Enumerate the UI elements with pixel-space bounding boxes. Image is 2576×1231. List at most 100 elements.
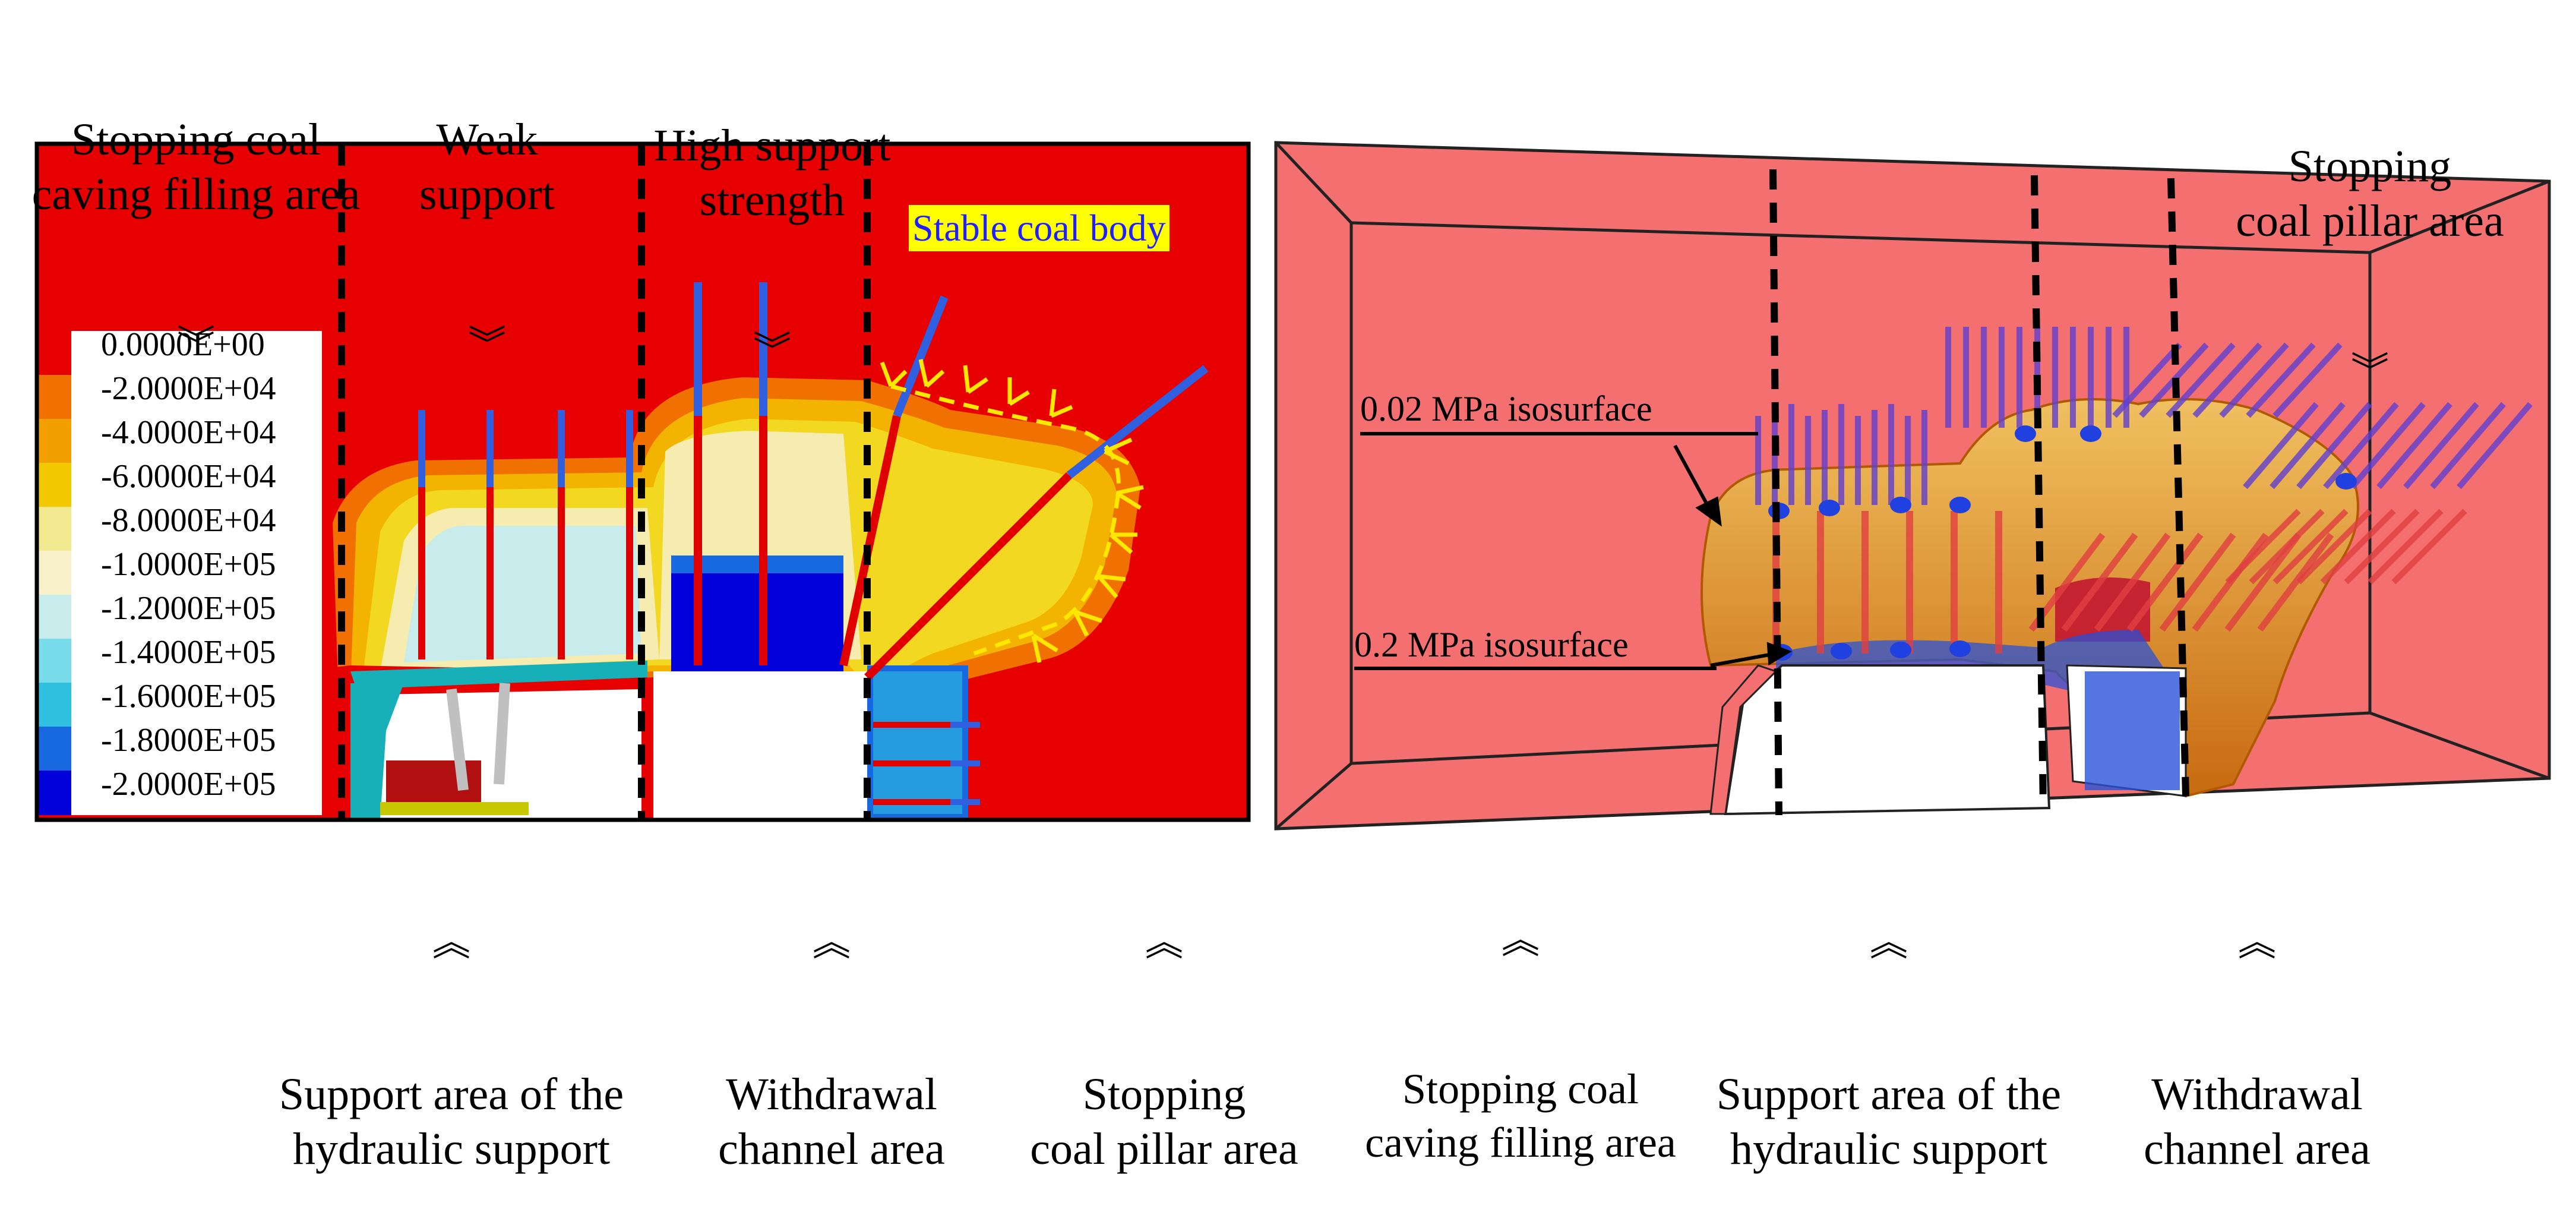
legend-swatch [37, 331, 71, 375]
pillar-stress-zone-inner [873, 671, 962, 814]
legend-swatch [37, 375, 71, 419]
legend-swatch [37, 771, 71, 815]
right-support-void [1724, 664, 2051, 816]
bolt [2094, 532, 2171, 632]
bolt [2249, 509, 2325, 585]
label-isosurface-02: 0.2 MPa isosurface [1354, 625, 1629, 664]
label-withdrawal-left: ︽ Withdrawal channel area [671, 819, 992, 1231]
bolt [2376, 402, 2452, 490]
label-text: High support strength [653, 121, 891, 225]
right-zone-dividers [1769, 169, 2189, 816]
bolt [2126, 532, 2204, 632]
label-support-area-left: ︽ Support area of the hydraulic support [244, 819, 659, 1231]
legend-value: -1.6000E+05 [101, 678, 276, 715]
isosurface-02-blue [1776, 630, 2186, 766]
high-support-bolts [694, 282, 1209, 680]
bolt [2257, 532, 2334, 632]
box-edges [1275, 141, 2550, 830]
chevron-up-icon: ︽ [432, 921, 470, 965]
withdrawal-channel-void [653, 671, 867, 820]
label-text: Stopping coal pillar area [1030, 1069, 1298, 1174]
bolt [2061, 532, 2138, 632]
label-stable-coal-body: Stable coal body [909, 205, 1170, 251]
chevron-up-icon: ︽ [813, 921, 851, 965]
legend-value: -2.0000E+05 [101, 766, 276, 803]
bolt [2166, 342, 2236, 418]
figure: Stopping coal caving filling area ︾ Weak… [18, 3, 2554, 1174]
bolt [2272, 509, 2349, 585]
bolt-head [1949, 497, 1971, 513]
legend-swatch [37, 463, 71, 507]
legend-value: 0.0000E+00 [101, 326, 265, 363]
bolt-head [2335, 473, 2357, 490]
label-text: Weak support [419, 115, 555, 219]
bolt [2246, 342, 2316, 418]
failure-boundary-arrows [880, 359, 1144, 663]
bolt [2112, 342, 2182, 418]
legend-value: -1.8000E+05 [101, 722, 276, 759]
chevron-down-icon: ︾ [2351, 350, 2389, 394]
legend-value: -8.0000E+04 [101, 502, 276, 539]
label-text: Stopping coal pillar area [2236, 141, 2504, 246]
pillar-side-bolts [873, 722, 980, 805]
label-withdrawal-right: ︽ Withdrawal channel area [2097, 819, 2417, 1231]
label-text: Stopping coal caving filling area [31, 115, 361, 219]
bolt-head [1819, 500, 1840, 516]
bolt [2296, 509, 2372, 585]
bolt [2159, 532, 2236, 632]
chevron-down-icon: ︾ [177, 323, 215, 367]
chevron-up-icon: ︽ [1145, 921, 1183, 965]
legend-value: -4.0000E+04 [101, 414, 276, 451]
legend-swatch [37, 595, 71, 639]
legend-swatch [37, 727, 71, 771]
label-support-area-right: ︽ Support area of the hydraulic support [1681, 819, 2097, 1231]
legend-value: -1.2000E+05 [101, 590, 276, 627]
label-stopping-pillar-left: ︽ Stopping coal pillar area [986, 819, 1342, 1231]
bolt [2219, 342, 2289, 418]
chevron-up-icon: ︽ [2238, 921, 2276, 965]
label-text: Withdrawal channel area [718, 1069, 945, 1174]
bolt [2368, 509, 2444, 585]
label-weak-support: Weak support ︾ [392, 3, 582, 414]
bolt [2192, 342, 2262, 418]
chevron-down-icon: ︾ [468, 323, 506, 367]
left-panel-frame [34, 141, 1251, 822]
label-text: Stopping coal caving filling area [1365, 1065, 1676, 1166]
stress-legend [37, 331, 322, 815]
label-text: Support area of the hydraulic support [279, 1069, 624, 1174]
weak-support-bolts [418, 410, 633, 659]
roof-beam [350, 661, 647, 689]
legend-swatch [37, 683, 71, 727]
bolt [2344, 509, 2420, 585]
bolt-head [1949, 640, 1971, 657]
bolt [2243, 402, 2319, 490]
bolt [2272, 342, 2343, 418]
bolt [2350, 402, 2426, 490]
hydraulic-support [350, 683, 529, 820]
bolt [2430, 402, 2506, 490]
right-isosurface-panel [1274, 141, 2551, 831]
bolt [2403, 402, 2479, 490]
bolt [2270, 402, 2346, 490]
bolt [2320, 509, 2396, 585]
bolt [2457, 402, 2533, 490]
legend-swatch [37, 639, 71, 683]
isosurface-callouts [1354, 432, 1792, 670]
chevron-up-icon: ︽ [1870, 921, 1908, 965]
label-high-support-strength: High support strength ︾ [618, 9, 927, 420]
left-zone-dividers [338, 146, 871, 819]
figure-svg [34, 141, 2551, 831]
legend-swatch [37, 507, 71, 551]
legend-value: -6.0000E+04 [101, 458, 276, 495]
legend-swatch [37, 551, 71, 595]
right-pillar-bolt-grid [2085, 671, 2180, 790]
legend-value: -2.0000E+04 [101, 370, 276, 407]
bolt-head [1890, 497, 1911, 513]
left-stress-contour-panel [34, 141, 1251, 822]
legend-value: -1.0000E+05 [101, 546, 276, 583]
legend-swatch [37, 419, 71, 463]
label-stopping-caving-filling-top: Stopping coal caving filling area ︾ [18, 3, 374, 414]
bolt-head [1831, 643, 1852, 659]
label-stopping-pillar-top-right: Stopping coal pillar area ︾ [2186, 30, 2554, 441]
bolt-head [2015, 425, 2036, 442]
